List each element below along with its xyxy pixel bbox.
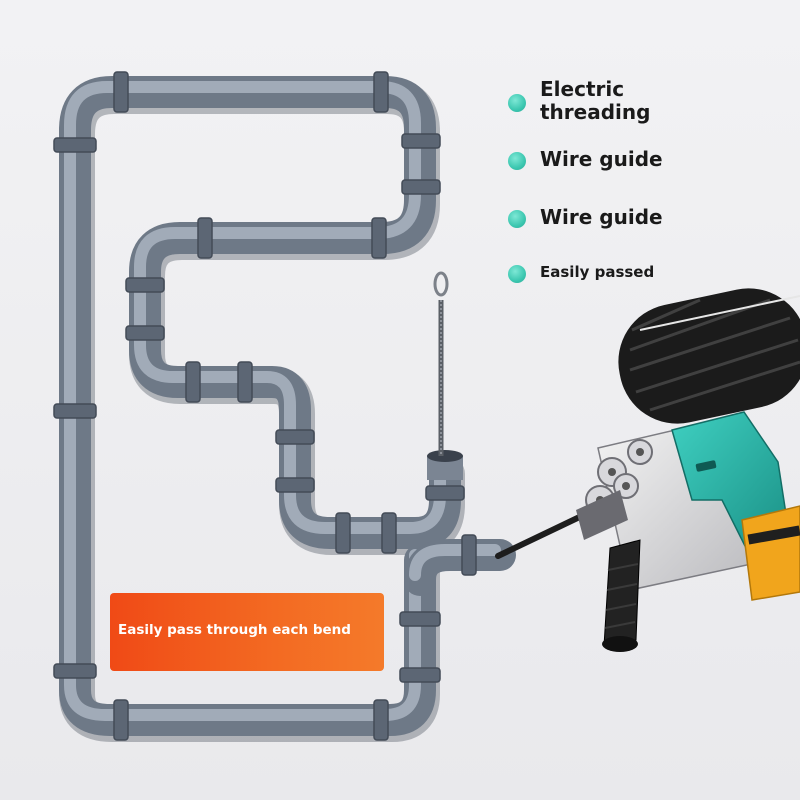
feature-label: Electric threading: [540, 77, 651, 124]
feature-item: Wire guide: [508, 148, 663, 171]
teal-dot-icon: [508, 152, 526, 170]
feature-label: Wire guide: [540, 205, 663, 229]
banner-text: Easily pass through each bend: [118, 622, 351, 638]
teal-dot-icon: [508, 210, 526, 228]
wire-spool: [618, 288, 800, 424]
pipe-open-end: [427, 450, 463, 480]
teal-dot-icon: [508, 265, 526, 283]
feature-label: Wire guide: [540, 147, 663, 171]
threading-tool: [495, 288, 800, 652]
callout-banner: Easily pass through each bend: [110, 593, 384, 671]
feature-label: Easily passed: [540, 263, 655, 281]
pipe-couplings: [53, 71, 477, 741]
wire-guide-spring: [433, 271, 449, 456]
feature-item: Wire guide: [508, 206, 663, 229]
feature-item: Electric threading: [508, 78, 690, 124]
teal-dot-icon: [508, 94, 526, 112]
feature-item: Easily passed: [508, 263, 655, 283]
